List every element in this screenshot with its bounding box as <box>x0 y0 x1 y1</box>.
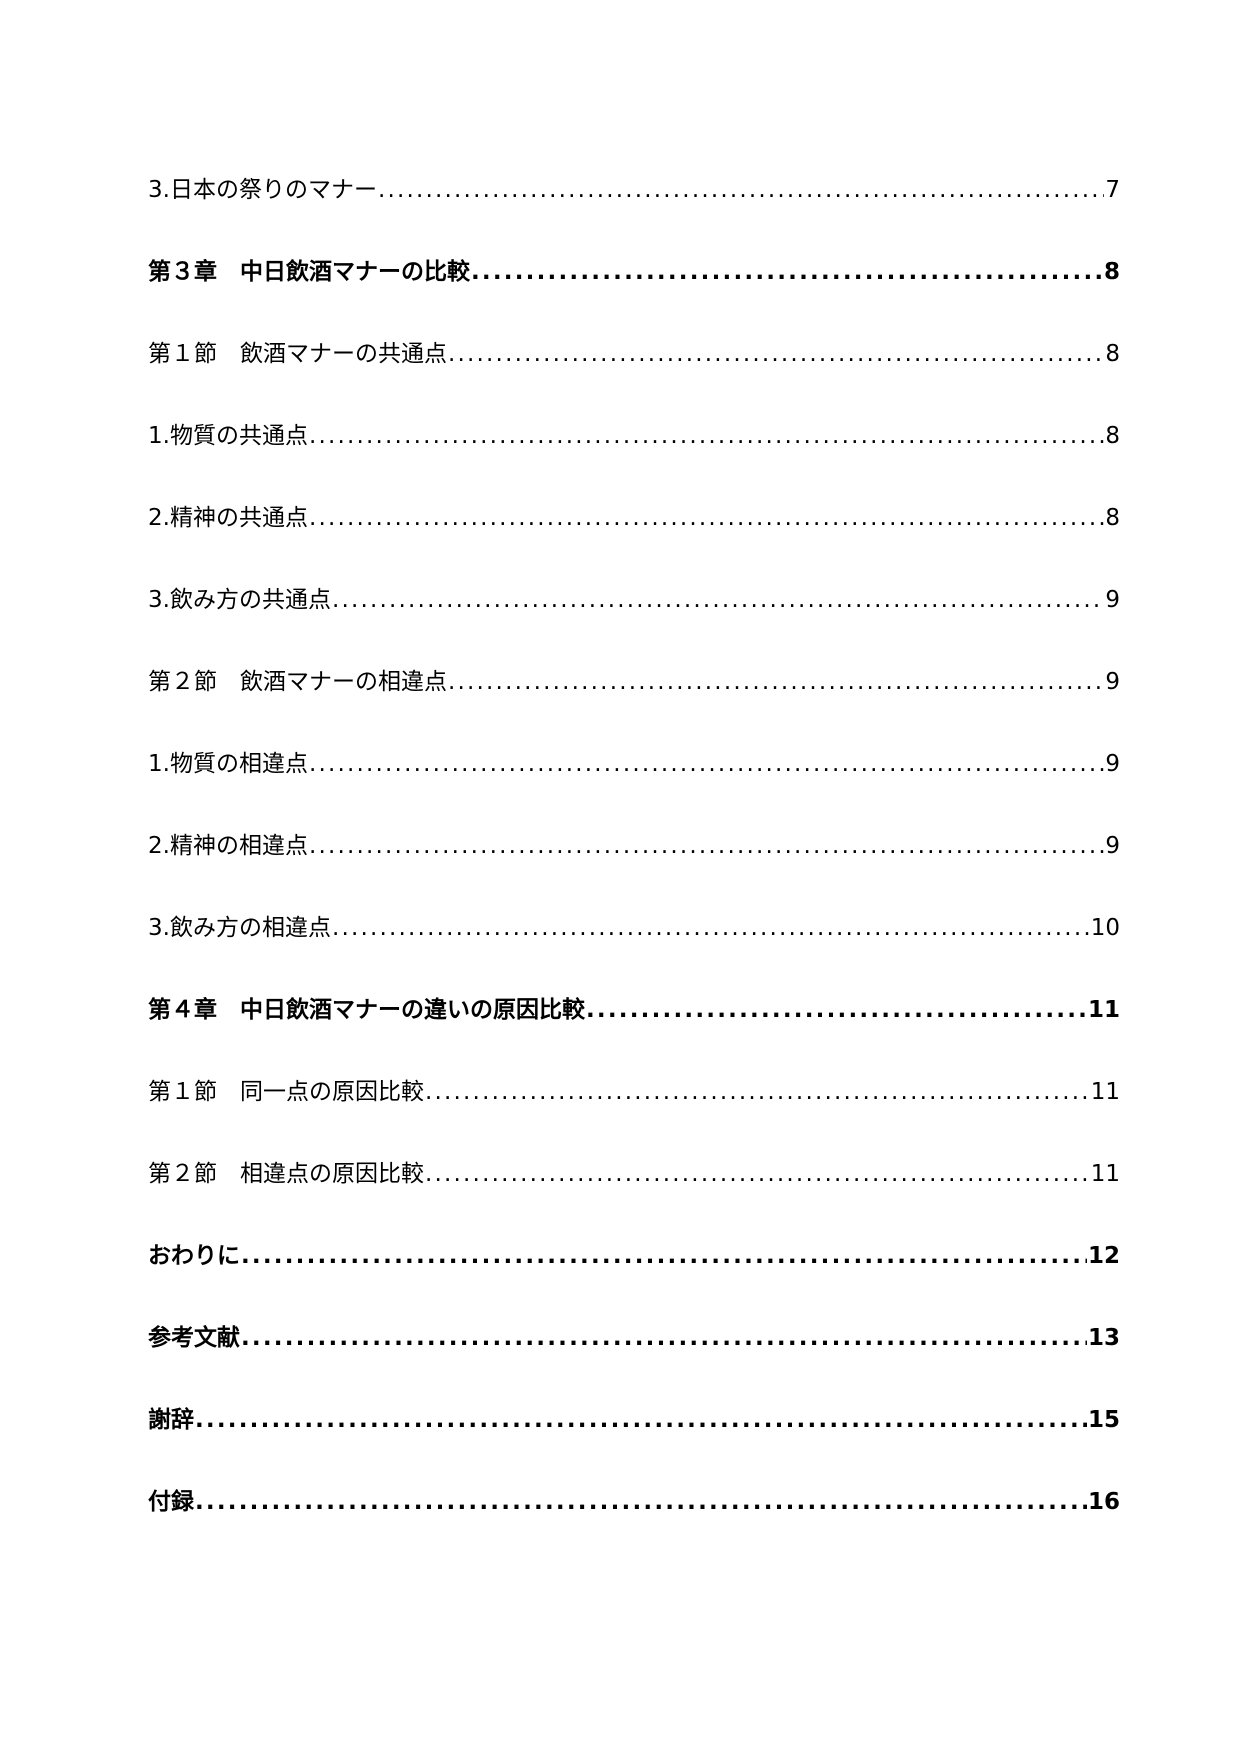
toc-entry-page: 11 <box>1090 1161 1120 1187</box>
dot-leader <box>241 1318 1087 1358</box>
toc-entry-drinking-style-differences[interactable]: 3.飲み方の相違点 10 <box>148 908 1120 990</box>
dot-leader <box>332 908 1090 948</box>
toc-entry-page: 13 <box>1087 1325 1120 1351</box>
toc-entry-festival-manners[interactable]: 3.日本の祭りのマナー 7 <box>148 170 1120 252</box>
toc-entry-page: 12 <box>1087 1243 1120 1269</box>
toc-entry-label: 第２節 相違点の原因比較 <box>148 1161 424 1187</box>
toc-entry-label: おわりに <box>148 1243 240 1269</box>
dot-leader <box>378 170 1104 210</box>
toc-entry-page: 8 <box>1105 423 1120 449</box>
toc-entry-section-1-common[interactable]: 第１節 飲酒マナーの共通点 8 <box>148 334 1120 416</box>
dot-leader <box>448 662 1104 702</box>
toc-entry-label: 参考文献 <box>148 1325 240 1351</box>
toc-entry-material-common[interactable]: 1.物質の共通点 8 <box>148 416 1120 498</box>
toc-entry-label: 第１節 飲酒マナーの共通点 <box>148 341 447 367</box>
dot-leader <box>425 1072 1090 1112</box>
toc-entry-page: 7 <box>1105 177 1120 203</box>
toc-entry-page: 8 <box>1105 341 1120 367</box>
toc-entry-conclusion[interactable]: おわりに 12 <box>148 1236 1120 1318</box>
toc-entry-drinking-style-common[interactable]: 3.飲み方の共通点 9 <box>148 580 1120 662</box>
toc-entry-section-2-difference-causes[interactable]: 第２節 相違点の原因比較 11 <box>148 1154 1120 1236</box>
dot-leader <box>309 498 1104 538</box>
toc-entry-label: 第３章 中日飲酒マナーの比較 <box>148 259 470 285</box>
toc-entry-label: 第４章 中日飲酒マナーの違いの原因比較 <box>148 997 585 1023</box>
toc-entry-material-differences[interactable]: 1.物質の相違点 9 <box>148 744 1120 826</box>
toc-entry-label: 第１節 同一点の原因比較 <box>148 1079 424 1105</box>
dot-leader <box>425 1154 1090 1194</box>
toc-entry-page: 11 <box>1090 1079 1120 1105</box>
toc-entry-spirit-common[interactable]: 2.精神の共通点 8 <box>148 498 1120 580</box>
toc-entry-page: 9 <box>1105 587 1120 613</box>
toc-entry-section-1-same-causes[interactable]: 第１節 同一点の原因比較 11 <box>148 1072 1120 1154</box>
toc-entry-page: 8 <box>1105 505 1120 531</box>
dot-leader <box>332 580 1104 620</box>
dot-leader <box>195 1482 1087 1522</box>
toc-entry-label: 2.精神の相違点 <box>148 833 308 859</box>
toc-entry-page: 11 <box>1087 997 1120 1023</box>
toc-entry-chapter-4[interactable]: 第４章 中日飲酒マナーの違いの原因比較 11 <box>148 990 1120 1072</box>
toc-entry-appendix[interactable]: 付録 16 <box>148 1482 1120 1564</box>
toc-entry-label: 1.物質の共通点 <box>148 423 308 449</box>
toc-entry-page: 16 <box>1087 1489 1120 1515</box>
toc-entry-label: 謝辞 <box>148 1407 194 1433</box>
toc-entry-page: 9 <box>1105 669 1120 695</box>
toc-entry-page: 9 <box>1105 833 1120 859</box>
toc-entry-page: 10 <box>1090 915 1120 941</box>
dot-leader <box>309 744 1104 784</box>
toc-entry-label: 3.飲み方の相違点 <box>148 915 331 941</box>
toc-entry-label: 2.精神の共通点 <box>148 505 308 531</box>
toc-entry-section-2-differences[interactable]: 第２節 飲酒マナーの相違点 9 <box>148 662 1120 744</box>
dot-leader <box>309 416 1104 456</box>
dot-leader <box>241 1236 1087 1276</box>
toc-entry-acknowledgements[interactable]: 謝辞 15 <box>148 1400 1120 1482</box>
toc-entry-label: 3.飲み方の共通点 <box>148 587 331 613</box>
toc-entry-label: 3.日本の祭りのマナー <box>148 177 377 203</box>
toc-entry-references[interactable]: 参考文献 13 <box>148 1318 1120 1400</box>
dot-leader <box>586 990 1087 1030</box>
toc-entry-label: 第２節 飲酒マナーの相違点 <box>148 669 447 695</box>
toc-entry-page: 15 <box>1087 1407 1120 1433</box>
table-of-contents: 3.日本の祭りのマナー 7 第３章 中日飲酒マナーの比較 8 第１節 飲酒マナー… <box>148 170 1120 1564</box>
dot-leader <box>309 826 1104 866</box>
toc-entry-label: 付録 <box>148 1489 194 1515</box>
dot-leader <box>471 252 1103 292</box>
toc-entry-chapter-3[interactable]: 第３章 中日飲酒マナーの比較 8 <box>148 252 1120 334</box>
toc-entry-label: 1.物質の相違点 <box>148 751 308 777</box>
toc-entry-spirit-differences[interactable]: 2.精神の相違点 9 <box>148 826 1120 908</box>
toc-entry-page: 9 <box>1105 751 1120 777</box>
dot-leader <box>448 334 1104 374</box>
dot-leader <box>195 1400 1087 1440</box>
toc-entry-page: 8 <box>1103 259 1120 285</box>
